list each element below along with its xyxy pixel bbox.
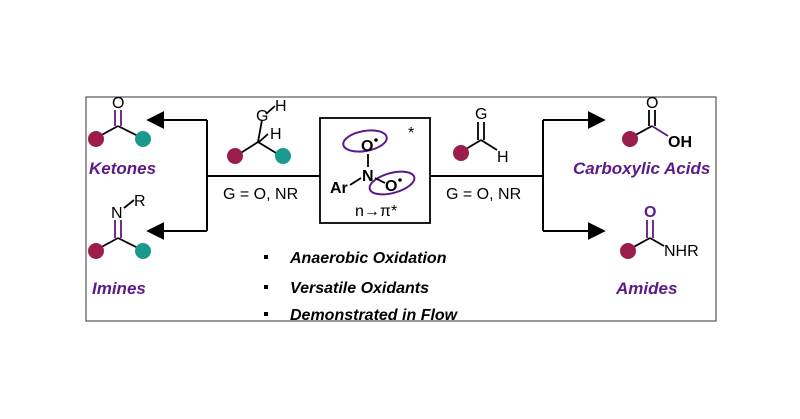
atom-oh: OH bbox=[668, 134, 692, 151]
maroon-group bbox=[620, 243, 636, 259]
carboxylic-acid-structure: O OH bbox=[622, 95, 692, 151]
teal-group bbox=[135, 131, 151, 147]
atom-o: O bbox=[644, 204, 656, 221]
bullet-item: Demonstrated in Flow bbox=[290, 307, 459, 324]
bullet-marker bbox=[264, 285, 268, 289]
atom-h: H bbox=[270, 126, 282, 143]
bullet-marker bbox=[264, 255, 268, 259]
substrate-left: G H H bbox=[227, 98, 291, 164]
maroon-group bbox=[453, 145, 469, 161]
product-label-amides: Amides bbox=[615, 279, 677, 298]
pi-star-orbital-lobe bbox=[368, 170, 416, 196]
maroon-group bbox=[88, 131, 104, 147]
atom-h: H bbox=[497, 149, 509, 166]
product-label-carboxylic-acids: Carboxylic Acids bbox=[573, 159, 710, 178]
condition-right: G = O, NR bbox=[446, 186, 521, 203]
radical-dot bbox=[374, 138, 378, 142]
substrate-right: G H bbox=[453, 106, 509, 166]
atom-o: O bbox=[112, 95, 124, 112]
atom-ar: Ar bbox=[330, 180, 348, 197]
atom-n: N bbox=[362, 168, 374, 185]
atom-o: O bbox=[646, 95, 658, 112]
radical-dot bbox=[398, 178, 402, 182]
nitroxide-reagent: O N Ar O * n→π* bbox=[330, 125, 416, 220]
atom-r: R bbox=[134, 193, 146, 210]
atom-g: G bbox=[256, 108, 268, 125]
atom-nhr: NHR bbox=[664, 243, 699, 260]
product-label-ketones: Ketones bbox=[89, 159, 156, 178]
feature-list: Anaerobic Oxidation Versatile Oxidants D… bbox=[264, 250, 459, 324]
atom-g: G bbox=[475, 106, 487, 123]
bullet-item: Anaerobic Oxidation bbox=[289, 250, 447, 267]
left-arrows bbox=[146, 111, 320, 240]
atom-o-bottom: O bbox=[385, 178, 397, 195]
amide-structure: O NHR bbox=[620, 204, 699, 260]
bullet-item: Versatile Oxidants bbox=[290, 280, 429, 297]
maroon-group bbox=[622, 131, 638, 147]
atom-n: N bbox=[111, 205, 123, 222]
imine-structure: N R bbox=[88, 193, 151, 259]
condition-left: G = O, NR bbox=[223, 186, 298, 203]
transition-label: n→π* bbox=[355, 203, 397, 220]
product-label-imines: Imines bbox=[92, 279, 146, 298]
reagent-box bbox=[319, 117, 431, 224]
teal-group bbox=[135, 243, 151, 259]
n-orbital-lobe bbox=[342, 129, 388, 153]
ketone-structure: O bbox=[88, 95, 151, 147]
maroon-group bbox=[227, 148, 243, 164]
maroon-group bbox=[88, 243, 104, 259]
excited-state-star: * bbox=[408, 125, 414, 142]
atom-h: H bbox=[275, 98, 287, 115]
bullet-marker bbox=[264, 312, 268, 316]
atom-o-top: O bbox=[361, 138, 373, 155]
teal-group bbox=[275, 148, 291, 164]
outer-frame bbox=[85, 96, 717, 322]
right-arrows bbox=[430, 111, 606, 240]
